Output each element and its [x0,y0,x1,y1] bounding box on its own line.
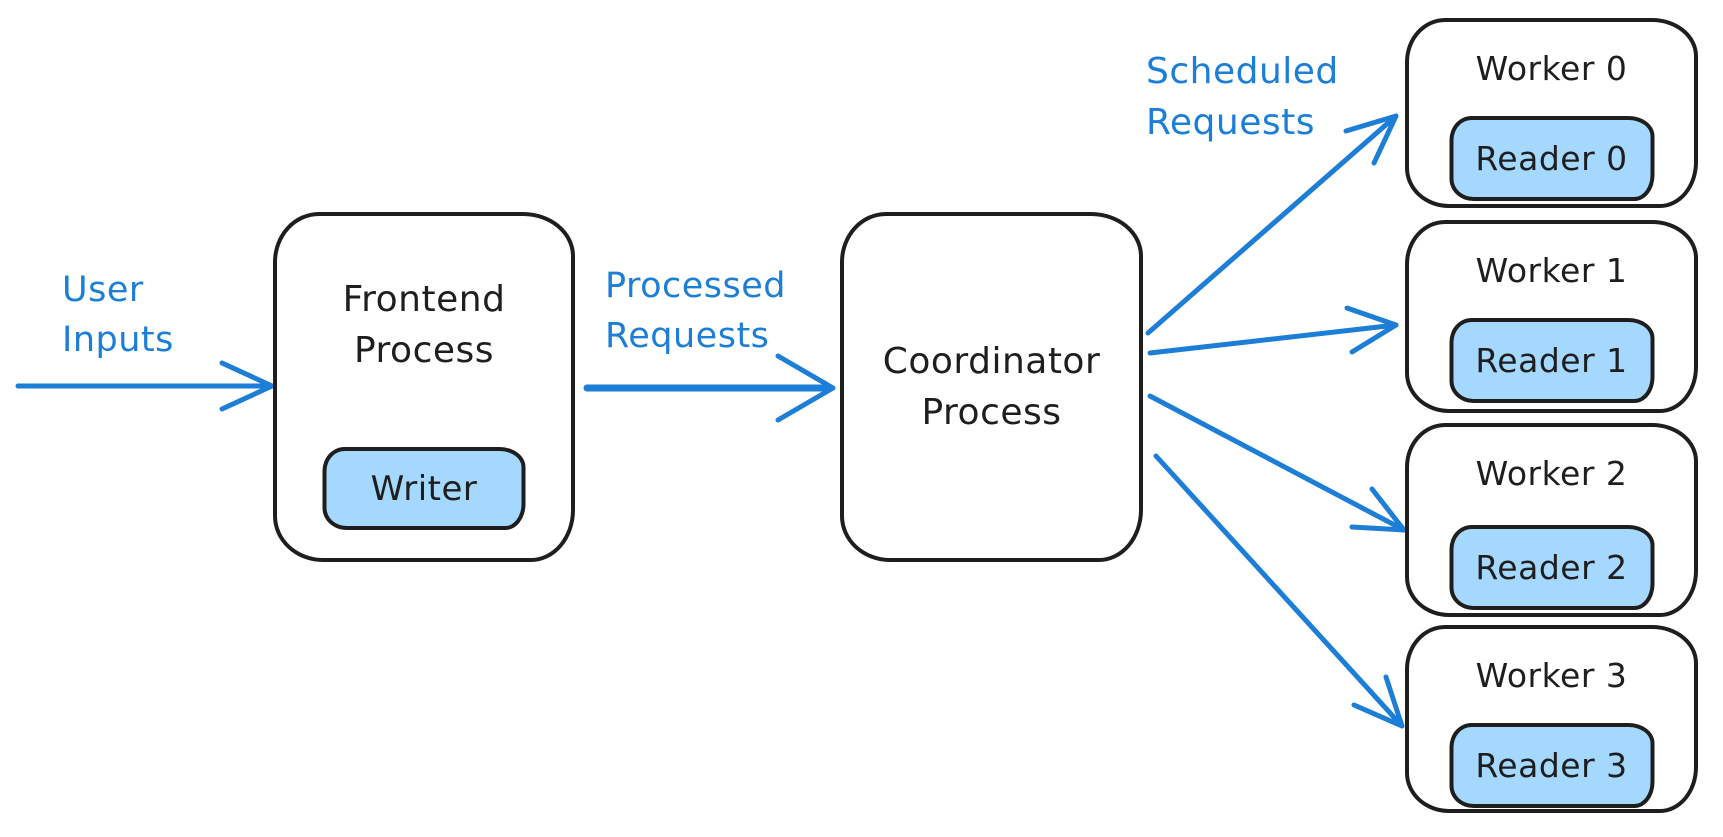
scheduled-requests-label-line2: Requests [1146,102,1315,144]
reader-1-label: Reader 1 [1475,341,1628,380]
scheduled-request-arrow-1 [1147,305,1399,356]
scheduled-requests-label: Scheduled Requests [1146,46,1339,148]
worker-1-title: Worker 1 [1475,251,1628,290]
reader-node-2: Reader 2 [1449,525,1654,610]
worker-2-title: Worker 2 [1475,454,1628,493]
reader-0-label: Reader 0 [1475,139,1628,178]
coordinator-process-title-line2: Process [921,392,1062,433]
worker-node-2: Worker 2 Reader 2 [1405,423,1698,617]
writer-node: Writer [322,447,526,530]
reader-node-0: Reader 0 [1449,116,1654,201]
worker-node-1: Worker 1 Reader 1 [1405,220,1698,413]
coordinator-process-title-line1: Coordinator [882,340,1101,382]
processed-requests-label-line1: Processed [605,266,787,306]
coordinator-process-node: Coordinator Process [840,212,1143,562]
processed-requests-label-line2: Requests [605,315,770,356]
scheduled-request-arrow-3 [1153,453,1405,729]
user-inputs-label-line2: Inputs [62,319,174,360]
worker-node-0: Worker 0 Reader 0 [1405,18,1698,208]
user-inputs-arrow [15,360,275,412]
reader-node-3: Reader 3 [1449,723,1654,808]
scheduled-requests-label-line1: Scheduled [1146,51,1339,92]
worker-3-title: Worker 3 [1475,656,1628,695]
user-inputs-label-line1: User [62,270,144,310]
reader-node-1: Reader 1 [1449,318,1654,403]
worker-0-title: Worker 0 [1475,49,1628,88]
frontend-process-title-line2: Process [353,330,495,372]
processed-requests-label: Processed Requests [605,262,786,361]
frontend-process-title: Frontend Process [277,216,571,376]
reader-2-label: Reader 2 [1475,548,1628,587]
frontend-process-title-line1: Frontend [342,279,506,320]
frontend-process-node: Frontend Process Writer [273,212,575,562]
writer-label: Writer [370,468,478,509]
coordinator-process-title: Coordinator Process [883,336,1101,438]
user-inputs-label: User Inputs [62,266,174,365]
scheduled-request-arrow-2 [1147,393,1407,533]
reader-3-label: Reader 3 [1475,746,1628,785]
scheduled-request-arrow-0 [1145,113,1399,336]
processed-requests-arrow [583,353,836,423]
worker-node-3: Worker 3 Reader 3 [1405,625,1698,813]
